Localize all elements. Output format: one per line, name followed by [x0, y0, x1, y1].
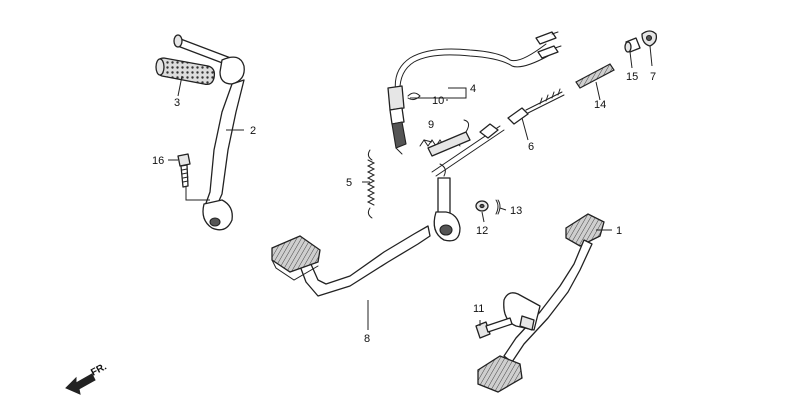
- callout-12: 12: [476, 225, 488, 237]
- brake-pedal: [271, 163, 461, 297]
- joint-15: [624, 37, 641, 53]
- callout-13: 13: [510, 205, 522, 217]
- side-stand: [477, 213, 605, 393]
- spring-5: [366, 149, 376, 219]
- brake-rod-6: [431, 88, 565, 177]
- brake-switch-cable: [387, 31, 562, 155]
- front-direction-label: FR.: [89, 361, 109, 378]
- front-direction-arrow-icon: [65, 373, 96, 395]
- callout-8: 8: [364, 333, 370, 345]
- callout-2: 2: [250, 125, 256, 137]
- callout-3: 3: [174, 97, 180, 109]
- nut-7: [641, 30, 658, 47]
- callout-7: 7: [650, 71, 656, 83]
- cotter-pin-13: [495, 199, 501, 215]
- callout-10: 10: [432, 95, 444, 107]
- kickstarter-grip: [155, 57, 216, 86]
- callout-4: 4: [470, 83, 476, 95]
- callout-11: 11: [473, 303, 484, 315]
- callout-16: 16: [152, 155, 164, 167]
- bolt-11: [475, 317, 513, 339]
- callout-9: 9: [428, 119, 434, 131]
- bolt-16: [177, 153, 191, 188]
- callout-14: 14: [594, 99, 606, 111]
- callout-6: 6: [528, 141, 534, 153]
- washer-12: [475, 200, 489, 212]
- callout-5: 5: [346, 177, 352, 189]
- spring-14: [575, 63, 615, 89]
- callout-15: 15: [626, 71, 638, 83]
- spring-9: [419, 119, 471, 157]
- leader-lines: [168, 45, 653, 330]
- kickstarter-arm: [155, 34, 245, 231]
- callout-1: 1: [616, 225, 622, 237]
